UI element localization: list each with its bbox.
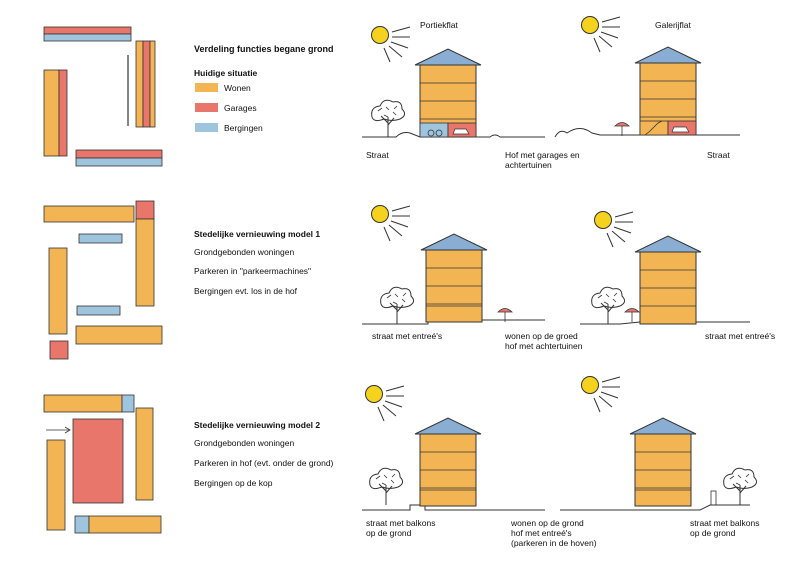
sketch-label-hof: Hof met garages en achtertuinen bbox=[505, 150, 580, 170]
sketch-model1-left bbox=[362, 205, 545, 325]
section-line: Grondgebonden woningen bbox=[194, 247, 295, 257]
sketch-model1-right bbox=[580, 211, 750, 325]
sketch-title-galerijflat: Galerijflat bbox=[655, 20, 691, 30]
section-subtitle: Huidige situatie bbox=[194, 68, 258, 78]
sketch-label: wonen op de groed hof met achtertuinen bbox=[505, 331, 583, 351]
section-line: Parkeren in "parkeermachines" bbox=[194, 266, 312, 276]
section-title: Stedelijke vernieuwing model 2 bbox=[194, 420, 321, 430]
legend-swatch-wonen bbox=[195, 83, 218, 92]
section-title: Verdeling functies begane grond bbox=[194, 44, 334, 54]
section-line: Parkeren in hof (evt. onder de grond) bbox=[194, 458, 334, 468]
sketch-label-straat-right: Straat bbox=[707, 150, 730, 160]
sketch-title-portiekflat: Portiekflat bbox=[420, 20, 458, 30]
site-plan-model-1 bbox=[43, 200, 163, 360]
legend-label-garages: Garages bbox=[224, 103, 257, 113]
legend-label-bergingen: Bergingen bbox=[224, 123, 263, 133]
legend-swatch-bergingen bbox=[195, 123, 218, 132]
sketch-label: straat met entreé's bbox=[705, 331, 776, 341]
sketch-label: straat met entreé's bbox=[372, 331, 443, 341]
section-line: Bergingen evt. los in de hof bbox=[194, 286, 298, 296]
site-plan-model-2 bbox=[43, 394, 162, 534]
sketch-label: wonen op de grond hof met entreé's (park… bbox=[511, 518, 597, 548]
section-title: Stedelijke vernieuwing model 1 bbox=[194, 229, 321, 239]
sketch-model2-right bbox=[560, 376, 758, 511]
sketch-galerijflat bbox=[554, 16, 740, 138]
section-line: Bergingen op de kop bbox=[194, 478, 273, 488]
sketch-label-straat: Straat bbox=[366, 150, 389, 160]
sketch-portiekflat bbox=[362, 26, 545, 138]
section-line: Grondgebonden woningen bbox=[194, 438, 295, 448]
legend-swatch-garages bbox=[195, 103, 218, 112]
sketch-label: straat met balkons op de grond bbox=[366, 518, 436, 538]
legend-label-wonen: Wonen bbox=[224, 83, 251, 93]
sketch-model2-left bbox=[362, 385, 545, 511]
site-plan-current bbox=[43, 26, 163, 167]
sketch-label: straat met balkons op de grond bbox=[690, 518, 760, 538]
